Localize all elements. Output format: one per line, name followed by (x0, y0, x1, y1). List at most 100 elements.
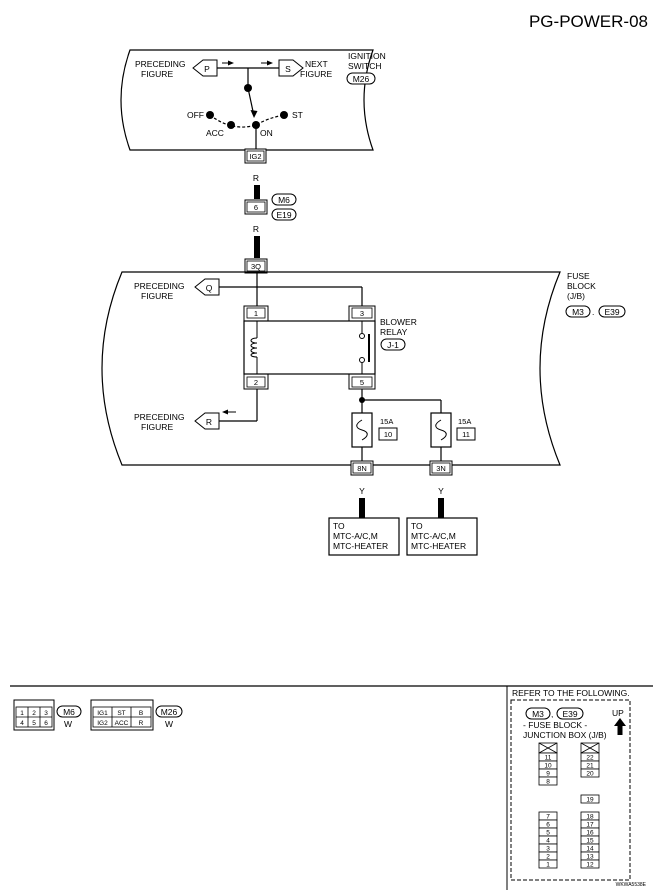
next-figure-s-label-2: FIGURE (300, 69, 332, 79)
fuse-block-label-3: (J/B) (567, 291, 585, 301)
svg-text:Q: Q (206, 283, 213, 293)
svg-text:2: 2 (32, 710, 36, 717)
pos-on-label: ON (260, 128, 273, 138)
connector-e39-tag: E39 (598, 305, 626, 318)
fuse-11-amp: 15A (458, 417, 471, 426)
ref-line1: - FUSE BLOCK - (523, 720, 587, 730)
connector-separator: . (592, 307, 594, 317)
svg-text:S: S (285, 64, 291, 74)
svg-text:5: 5 (360, 378, 364, 387)
svg-text:15: 15 (586, 838, 594, 845)
fuse-block-panel (101, 271, 561, 466)
connector-m6-tag: M6 (271, 193, 297, 206)
preceding-figure-r-label: PRECEDING (134, 412, 185, 422)
svg-text:16: 16 (586, 830, 594, 837)
joint-connector-6: 6 (244, 199, 268, 215)
m26-connector-face: IG1 ST B IG2 ACC R (90, 699, 154, 731)
svg-text:R: R (139, 720, 144, 727)
fuse-10 (351, 412, 373, 448)
marker-s: S (278, 59, 304, 77)
relay-id-tag: J-1 (380, 338, 406, 351)
svg-text:E39: E39 (562, 709, 577, 719)
terminal-ig2: IG2 (244, 148, 267, 164)
svg-text:M3: M3 (532, 709, 544, 719)
ref-m3-tag: M3 (525, 707, 551, 720)
relay-pin-2: 2 (243, 373, 269, 390)
svg-text:MTC-HEATER: MTC-HEATER (333, 541, 388, 551)
svg-text:MTC-HEATER: MTC-HEATER (411, 541, 466, 551)
ignition-switch-wiring (209, 67, 285, 152)
svg-text:IG2: IG2 (97, 720, 108, 727)
fuse-11-num-tag: 11 (456, 427, 476, 441)
marker-r: R (194, 412, 220, 430)
pos-off-label: OFF (187, 110, 204, 120)
svg-text:20: 20 (586, 771, 594, 778)
svg-text:ACC: ACC (115, 720, 129, 727)
svg-text:MTC-A/C,M: MTC-A/C,M (333, 531, 378, 541)
svg-text:1: 1 (546, 862, 550, 869)
svg-text:TO: TO (411, 521, 423, 531)
svg-text:14: 14 (586, 846, 594, 853)
wire-color-r-1: R (253, 173, 259, 183)
svg-text:TO: TO (333, 521, 345, 531)
svg-text:B: B (139, 710, 143, 717)
svg-text:6: 6 (44, 720, 48, 727)
terminal-3q: 3Q (244, 258, 268, 274)
svg-text:11: 11 (545, 755, 552, 762)
ignition-switch-label: IGNITION (348, 51, 386, 61)
m26-legend-tag: M26 (155, 705, 183, 718)
svg-text:3: 3 (546, 846, 550, 853)
relay-pin-3: 3 (348, 305, 376, 322)
page-title: PG-POWER-08 (529, 12, 648, 31)
svg-text:11: 11 (462, 430, 470, 439)
ignition-switch-arrows (222, 60, 273, 118)
svg-text:12: 12 (586, 862, 594, 869)
m6-legend-color: W (64, 719, 72, 729)
svg-text:P: P (204, 64, 210, 74)
svg-text:8N: 8N (357, 464, 367, 473)
terminal-3n: 3N (429, 460, 453, 476)
marker-p: P (192, 59, 218, 77)
preceding-figure-p-label: PRECEDING (135, 59, 186, 69)
svg-text:ST: ST (117, 710, 125, 717)
arrow-left-icon (222, 409, 236, 415)
output-box-2: TO MTC-A/C,M MTC-HEATER (406, 517, 478, 556)
fuse-10-amp: 15A (380, 417, 393, 426)
svg-text:3N: 3N (436, 464, 446, 473)
preceding-figure-r-label-2: FIGURE (141, 422, 173, 432)
svg-text:19: 19 (586, 797, 594, 804)
svg-text:1: 1 (20, 710, 24, 717)
svg-text:E19: E19 (276, 210, 291, 220)
svg-text:M26: M26 (161, 707, 178, 717)
ignition-switch-label-2: SWITCH (348, 61, 382, 71)
svg-text:6: 6 (546, 822, 550, 829)
svg-text:E39: E39 (604, 307, 619, 317)
wire-color-y-2: Y (438, 486, 444, 496)
reference-heading: REFER TO THE FOLLOWING. (512, 688, 630, 698)
connector-m3-tag: M3 (565, 305, 591, 318)
up-arrow-icon (614, 718, 626, 735)
fuse-block-wiring (219, 273, 442, 461)
svg-text:22: 22 (586, 755, 594, 762)
ref-e39-tag: E39 (556, 707, 584, 720)
svg-text:21: 21 (586, 763, 594, 770)
output-box-1: TO MTC-A/C,M MTC-HEATER (328, 517, 400, 556)
svg-text:13: 13 (586, 854, 594, 861)
m26-legend-color: W (165, 719, 173, 729)
m6-connector-face: 1 2 3 4 5 6 (13, 699, 55, 731)
svg-text:IG1: IG1 (97, 710, 108, 717)
blower-relay (243, 320, 376, 375)
fuse-10-num-tag: 10 (378, 427, 398, 441)
svg-text:10: 10 (384, 430, 392, 439)
fuse-block-label: FUSE (567, 271, 590, 281)
wire-color-r-2: R (253, 224, 259, 234)
wire-color-y-1: Y (359, 486, 365, 496)
svg-text:3: 3 (360, 309, 364, 318)
fuse-block-label-2: BLOCK (567, 281, 596, 291)
svg-text:MTC-A/C,M: MTC-A/C,M (411, 531, 456, 541)
svg-text:17: 17 (586, 822, 594, 829)
ignition-switch-contacts (206, 84, 288, 129)
svg-text:3: 3 (44, 710, 48, 717)
svg-text:8: 8 (546, 779, 550, 786)
svg-text:M3: M3 (572, 307, 584, 317)
